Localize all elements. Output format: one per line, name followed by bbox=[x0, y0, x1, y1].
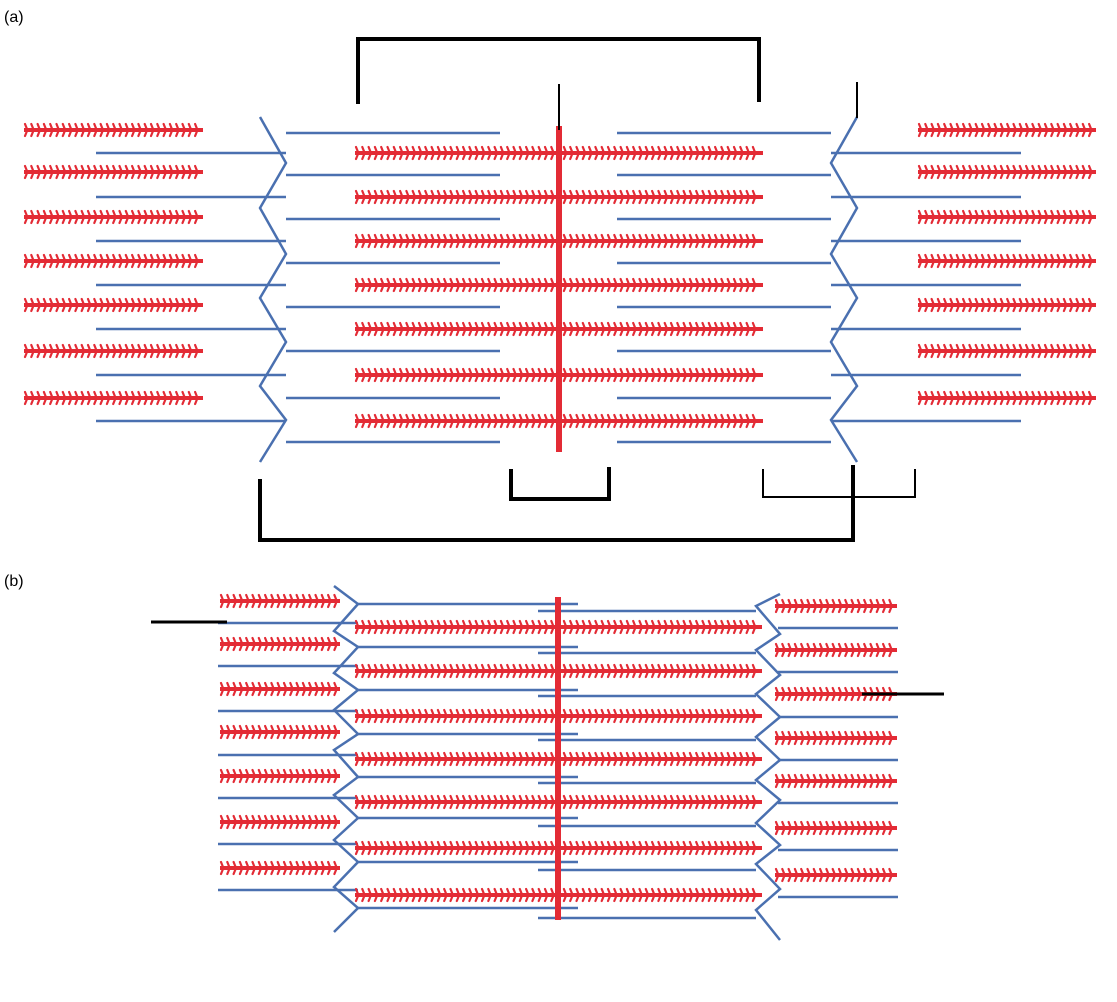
thick-filament-outer-left bbox=[219, 724, 340, 740]
myosin-heads bbox=[917, 164, 1093, 180]
myosin-heads bbox=[917, 122, 1093, 138]
thick-filament-outer-right bbox=[917, 122, 1096, 138]
z-disc-right bbox=[754, 592, 782, 941]
myosin-heads bbox=[774, 686, 893, 702]
thick-filament-outer-left bbox=[23, 390, 203, 406]
panel-a-relaxed-sarcomere bbox=[23, 37, 1096, 542]
thick-filament-outer-left bbox=[23, 209, 203, 225]
bracket-h-zone bbox=[509, 467, 611, 501]
myosin-heads bbox=[917, 343, 1093, 359]
thick-filament-outer-right bbox=[917, 209, 1096, 225]
myosin-heads bbox=[23, 297, 199, 313]
myosin-heads bbox=[23, 209, 199, 225]
myosin-heads bbox=[354, 189, 756, 205]
myosin-heads bbox=[219, 814, 338, 830]
thick-filament-outer-right bbox=[774, 820, 897, 836]
thick-filament-outer-right bbox=[917, 253, 1096, 269]
myosin-heads bbox=[23, 343, 199, 359]
myosin-heads bbox=[917, 390, 1093, 406]
thick-filament-outer-right bbox=[917, 164, 1096, 180]
myosin-heads bbox=[23, 390, 199, 406]
z-disc-right bbox=[829, 116, 859, 463]
myosin-heads bbox=[219, 860, 338, 876]
myosin-heads bbox=[354, 751, 756, 767]
thick-filament-outer-right bbox=[774, 773, 897, 789]
myosin-heads bbox=[354, 321, 756, 337]
myosin-heads bbox=[354, 619, 756, 635]
myosin-heads bbox=[354, 840, 756, 856]
myosin-heads bbox=[354, 367, 756, 383]
thick-filament-outer-left bbox=[23, 297, 203, 313]
bracket-a-band bbox=[356, 37, 761, 104]
thick-filament-outer-left bbox=[219, 681, 340, 697]
myosin-heads bbox=[774, 730, 893, 746]
thick-filament-outer-right bbox=[774, 867, 897, 883]
thick-filament-outer-right bbox=[917, 343, 1096, 359]
thick-filament-outer-right bbox=[774, 730, 897, 746]
myosin-heads bbox=[354, 708, 756, 724]
myosin-heads bbox=[219, 593, 338, 609]
myosin-heads bbox=[917, 253, 1093, 269]
myosin-heads bbox=[354, 277, 756, 293]
thick-filament-outer-right bbox=[917, 297, 1096, 313]
myosin-heads bbox=[354, 794, 756, 810]
myosin-heads bbox=[774, 642, 893, 658]
bracket-i-band bbox=[762, 469, 916, 498]
myosin-heads bbox=[917, 297, 1093, 313]
thick-filament-outer-left bbox=[23, 164, 203, 180]
thick-filament-outer-right bbox=[774, 598, 897, 614]
thick-filament-outer-left bbox=[219, 814, 340, 830]
thick-filament-outer-right bbox=[917, 390, 1096, 406]
z-disc-left bbox=[258, 116, 288, 463]
panel-b-label: (b) bbox=[4, 573, 24, 590]
thick-filament-outer-left bbox=[219, 768, 340, 784]
myosin-heads bbox=[917, 209, 1093, 225]
myosin-heads bbox=[23, 253, 199, 269]
myosin-heads bbox=[219, 681, 338, 697]
thick-filament-outer-left bbox=[219, 593, 340, 609]
myosin-heads bbox=[774, 598, 893, 614]
myosin-heads bbox=[219, 636, 338, 652]
thick-filament-outer-left bbox=[23, 343, 203, 359]
thick-filament-outer-left bbox=[219, 636, 340, 652]
myosin-heads bbox=[354, 887, 756, 903]
myosin-heads bbox=[23, 164, 199, 180]
thick-filament-outer-left bbox=[219, 860, 340, 876]
myosin-heads bbox=[354, 663, 756, 679]
panel-b-contracted-sarcomere bbox=[151, 585, 944, 941]
myosin-heads bbox=[354, 145, 756, 161]
myosin-heads bbox=[774, 867, 893, 883]
myosin-heads bbox=[23, 122, 199, 138]
myosin-heads bbox=[219, 724, 338, 740]
thick-filament-outer-left bbox=[23, 122, 203, 138]
bracket-sarcomere bbox=[258, 465, 855, 542]
panel-a-label: (a) bbox=[4, 9, 24, 26]
thick-filament-outer-left bbox=[23, 253, 203, 269]
thick-filament-outer-right bbox=[774, 642, 897, 658]
myosin-heads bbox=[354, 413, 756, 429]
myosin-heads bbox=[774, 820, 893, 836]
myosin-heads bbox=[354, 233, 756, 249]
myosin-heads bbox=[219, 768, 338, 784]
myosin-heads bbox=[774, 773, 893, 789]
z-disc-left bbox=[332, 585, 361, 933]
